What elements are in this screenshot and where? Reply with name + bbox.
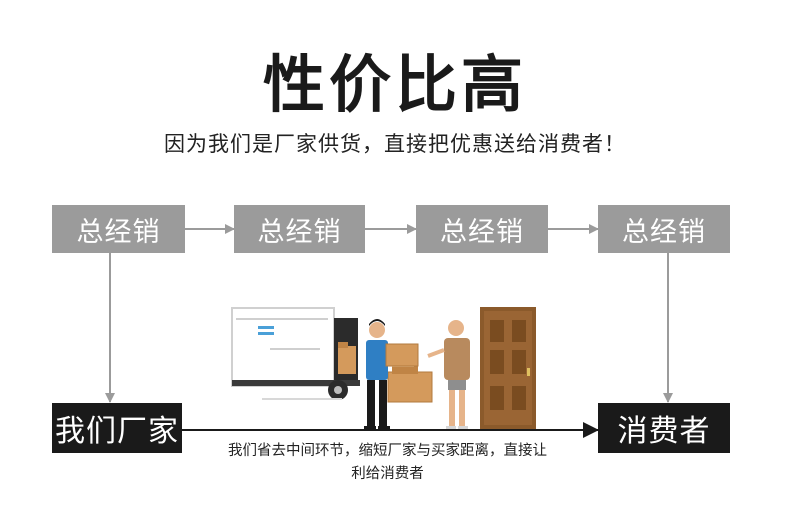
page-title: 性价比高 [262, 48, 527, 121]
cargo-stack-icon [387, 362, 433, 403]
distributor-box-3: 总经销 [416, 205, 548, 253]
distributor-box-4: 总经销 [598, 205, 730, 253]
door-icon [480, 307, 536, 429]
caption-line-2: 利给消费者 [351, 466, 424, 482]
distributor-box-2: 总经销 [234, 205, 365, 253]
factory-box: 我们厂家 [52, 403, 182, 453]
cargo-box-icon [338, 346, 356, 374]
consumer-box: 消费者 [598, 403, 730, 453]
parcel-icon [385, 343, 419, 367]
courier-figure-icon [364, 319, 390, 430]
distributor-box-1: 总经销 [52, 205, 185, 253]
caption: 我们省去中间环节，缩短厂家与买家距离，直接让 利给消费者 [185, 440, 590, 486]
customer-figure-icon [427, 320, 470, 429]
page-subtitle: 因为我们是厂家供货，直接把优惠送给消费者！ [164, 132, 626, 156]
caption-line-1: 我们省去中间环节，缩短厂家与买家距离，直接让 [228, 443, 547, 459]
